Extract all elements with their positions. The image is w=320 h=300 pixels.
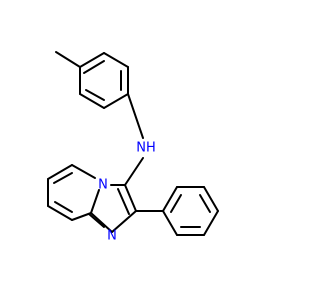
tolyl-nh-bond (127, 93, 144, 139)
tolyl-ring (55, 51, 129, 109)
phenyl-bond-4 (203, 210, 219, 236)
phenyl-ring (162, 186, 219, 236)
c7-c8-bond (47, 205, 73, 221)
n1-c8a-inner (88, 213, 105, 228)
n1-c8a-bond (90, 212, 113, 233)
molecule-structure-diagram: NH N N (47, 51, 219, 244)
c3-c2-inner (117, 188, 130, 215)
bridgehead-n-label: N (98, 178, 108, 193)
c3-c2-bond (124, 184, 137, 212)
tolyl-bond-4 (103, 93, 129, 109)
c8-c8a-bond (71, 212, 92, 221)
tolyl-bond-5-inner (85, 89, 105, 101)
nh-c3-bond (124, 157, 144, 186)
c5-c6-bond (47, 164, 73, 180)
c2-n1-bond (111, 210, 137, 233)
phenyl-bond-6 (162, 210, 178, 236)
phenyl-bond-1 (162, 186, 178, 212)
c7-c8-inner (54, 201, 73, 213)
pyridine-ring (47, 164, 96, 221)
imidazole-ring (88, 184, 137, 233)
imine-n-label: N (107, 229, 117, 244)
c5-c6-inner (53, 172, 73, 184)
phenyl-bond-3 (203, 186, 219, 212)
tolyl-bond-2 (103, 52, 129, 68)
tolyl-bond-1 (79, 52, 105, 68)
tolyl-bond-1-inner (83, 60, 105, 74)
tolyl-bond-5 (79, 93, 105, 109)
c8a-n4-bond (90, 189, 100, 214)
amine-nh-label: NH (136, 141, 156, 156)
methyl-bond (55, 51, 81, 68)
phenyl-bond-3-inner (199, 194, 211, 213)
phenyl-bond-1-inner (170, 194, 182, 213)
n4-c5-bond (71, 164, 96, 179)
